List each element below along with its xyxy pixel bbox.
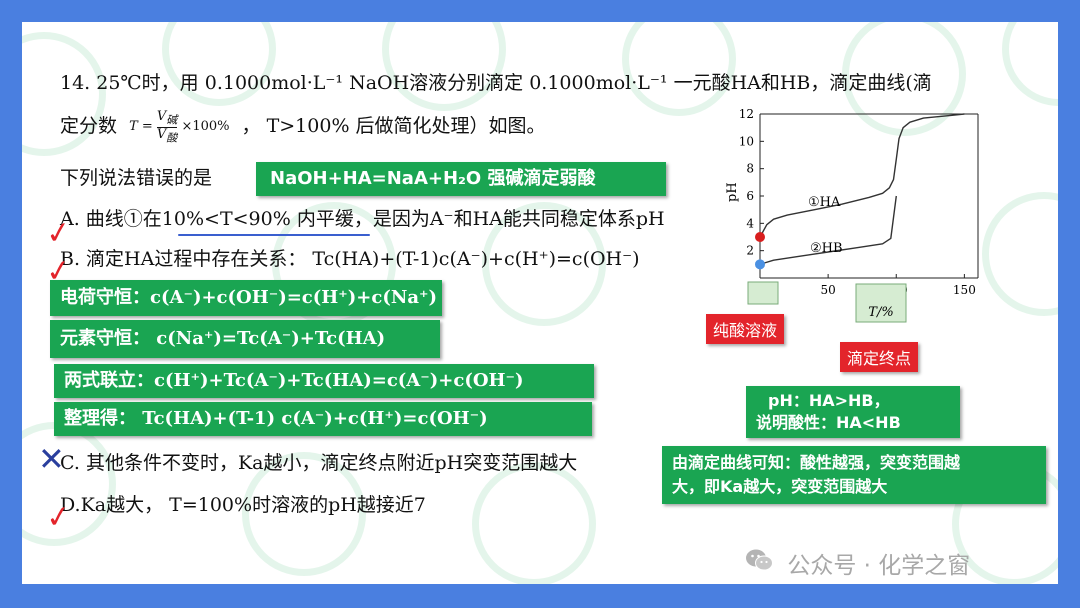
y-tick-label: 2 [746,244,754,258]
conclusion-box: 由滴定曲线可知：酸性越强，突变范围越 大，即Ka越大，突变范围越大 [662,446,1046,504]
underline-mark [178,234,370,236]
watermark-ring [842,22,966,136]
fraction-formula: T = V碱 V酸 ×100% [129,109,230,145]
fraction-label: 定分数 [60,115,118,138]
start-point-marker-1 [755,232,765,242]
wechat-icon [744,547,774,579]
fraction-note: ， T>100% 后做简化处理）如图。 [241,115,546,138]
y-tick-label: 6 [746,189,754,203]
watermark-ring [162,22,276,106]
start-point-marker-2 [755,259,765,270]
watermark-ring [482,202,606,326]
cross-mark-c: ✕ [38,440,65,478]
y-tick-label: 4 [746,216,754,230]
y-tick-label: 8 [746,162,754,176]
endpoint-label: 滴定终点 [840,342,919,372]
series-label-ha: ①HA [808,195,841,210]
y-tick-label: 10 [739,134,754,148]
option-a: A. 曲线①在10%<T<90% 内平缓，是因为A⁻和HA能共同稳定体系pH [60,208,665,230]
reaction-box: NaOH+HA=NaA+H₂O 强碱滴定弱酸 [256,162,666,196]
y-axis-label: pH [725,182,740,202]
ph-compare-box: pH：HA>HB， 说明酸性：HA<HB [746,386,960,438]
series-line-1 [759,113,965,238]
watermark-ring [622,22,736,116]
conclusion-line-1: 由滴定曲线可知：酸性越强，突变范围越 [672,453,961,472]
option-b: B. 滴定HA过程中存在关系： Tc(HA)+(T-1)c(A⁻)+c(H⁺)=… [60,248,640,270]
footer: 公众号 · 化学之窗 [744,546,970,580]
pure-acid-label: 纯酸溶液 [706,314,785,344]
x-axis-label: T/% [868,305,893,320]
ph-compare-line-2: 说明酸性：HA<HB [756,413,901,432]
watermark-ring [382,22,506,111]
element-conservation-box: 元素守恒： c(Na⁺)=Tc(A⁻)+Tc(HA) [50,320,440,358]
question-line-1: 14. 25℃时，用 0.1000mol·L⁻¹ NaOH溶液分别滴定 0.10… [60,72,932,94]
conclusion-line-2: 大，即Ka越大，突变范围越大 [672,477,888,496]
series-line-2 [759,195,897,265]
ph-compare-line-1: pH：HA>HB， [768,391,890,410]
charge-conservation-box: 电荷守恒：c(A⁻)+c(OH⁻)=c(H⁺)+c(Na⁺) [50,280,442,316]
x-label-box [855,283,907,323]
y-tick-label: 12 [739,107,754,121]
origin-box [747,281,779,305]
footer-text: 公众号 · 化学之窗 [787,553,971,579]
option-d: D.Ka越大， T=100%时溶液的pH越接近7 [60,494,426,516]
watermark-ring [1002,22,1058,106]
combine-box: 两式联立：c(H⁺)+Tc(A⁻)+Tc(HA)=c(A⁻)+c(OH⁻) [54,364,594,398]
question-prompt: 下列说法错误的是 [60,167,213,189]
x-tick-label: 50 [820,283,835,297]
check-mark-a: ✓ [43,214,74,253]
watermark-ring [472,462,596,584]
check-mark-d: ✓ [43,498,74,537]
question-line-2: 定分数 T = V碱 V酸 ×100% ， T>100% 后做简化处理）如图。 [60,110,546,144]
watermark-ring [22,32,106,156]
option-c: C. 其他条件不变时，Ka越小，滴定终点附近pH突变范围越大 [60,452,578,474]
check-mark-b: ✓ [43,252,74,291]
result-box: 整理得： Tc(HA)+(T-1) c(A⁻)+c(H⁺)=c(OH⁻) [54,402,592,436]
slide: 14. 25℃时，用 0.1000mol·L⁻¹ NaOH溶液分别滴定 0.10… [22,22,1058,584]
watermark-ring [242,452,366,576]
series-label-hb: ②HB [810,241,843,256]
x-tick-label: 150 [953,283,976,297]
